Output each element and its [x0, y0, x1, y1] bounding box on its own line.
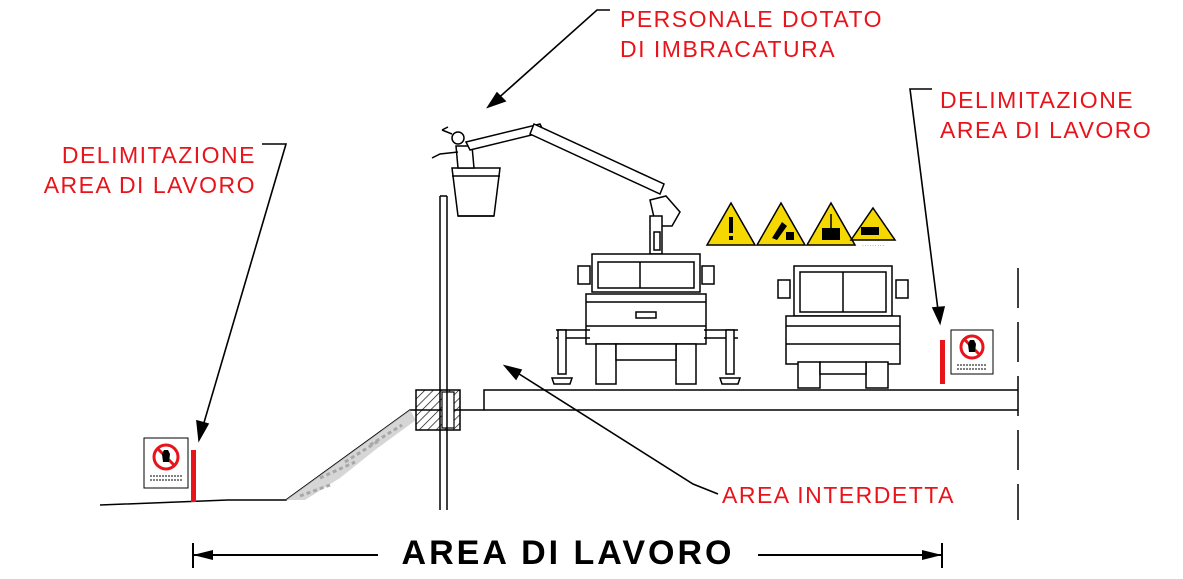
left-delimitation-leader-arrow: [196, 143, 288, 443]
personnel-label-line-2: DI IMBRACATURA: [620, 36, 837, 62]
personnel-label: PERSONALE DOTATO DI IMBRACATURA: [620, 4, 883, 64]
crane-boom: [464, 122, 681, 255]
personnel-label-line-1: PERSONALE DOTATO: [620, 6, 883, 32]
right-delimitation-post: [940, 329, 994, 384]
personnel-leader-arrow: [486, 9, 610, 109]
vehicle-manoeuvre-warning-icon: · · · · · · · · ·: [849, 206, 897, 248]
restricted-area-leader-arrow: [502, 364, 719, 495]
crane-truck: [550, 253, 742, 385]
exclamation-warning-icon: [705, 201, 757, 246]
restricted-area-label: AREA INTERDETTA: [722, 482, 955, 508]
leader-arrows: [196, 9, 946, 495]
work-area-label: AREA DI LAVORO: [401, 534, 735, 572]
svg-text:· · · · · · · · ·: · · · · · · · · ·: [862, 243, 884, 248]
support-truck: [777, 265, 909, 389]
delimitation-left-label-line-1: DELIMITAZIONE: [61, 142, 256, 168]
falling-load-warning-icon: [755, 201, 807, 246]
delimitation-left-label-line-2: AREA DI LAVORO: [43, 172, 256, 198]
suspended-load-warning-icon: [805, 201, 857, 246]
warning-signs: · · · · · · · · ·: [705, 201, 897, 248]
work-area-dimension: [192, 543, 943, 568]
right-delimitation-leader-arrow: [909, 88, 946, 326]
no-entry-sign-icon: [152, 443, 180, 471]
pole-foundation: [415, 389, 461, 431]
light-pole: [439, 195, 448, 510]
delimitation-right-label-line-2: AREA DI LAVORO: [940, 117, 1153, 143]
delimitation-left-label: DELIMITAZIONE AREA DI LAVORO: [18, 140, 256, 200]
platform-basket: [451, 167, 501, 217]
no-entry-sign-icon: [959, 334, 985, 360]
worker: [431, 126, 475, 169]
gravel-slope: [286, 410, 416, 500]
left-delimitation-post: [143, 437, 196, 502]
delimitation-right-label-line-1: DELIMITAZIONE: [940, 87, 1135, 113]
delimitation-right-label: DELIMITAZIONE AREA DI LAVORO: [940, 85, 1152, 145]
